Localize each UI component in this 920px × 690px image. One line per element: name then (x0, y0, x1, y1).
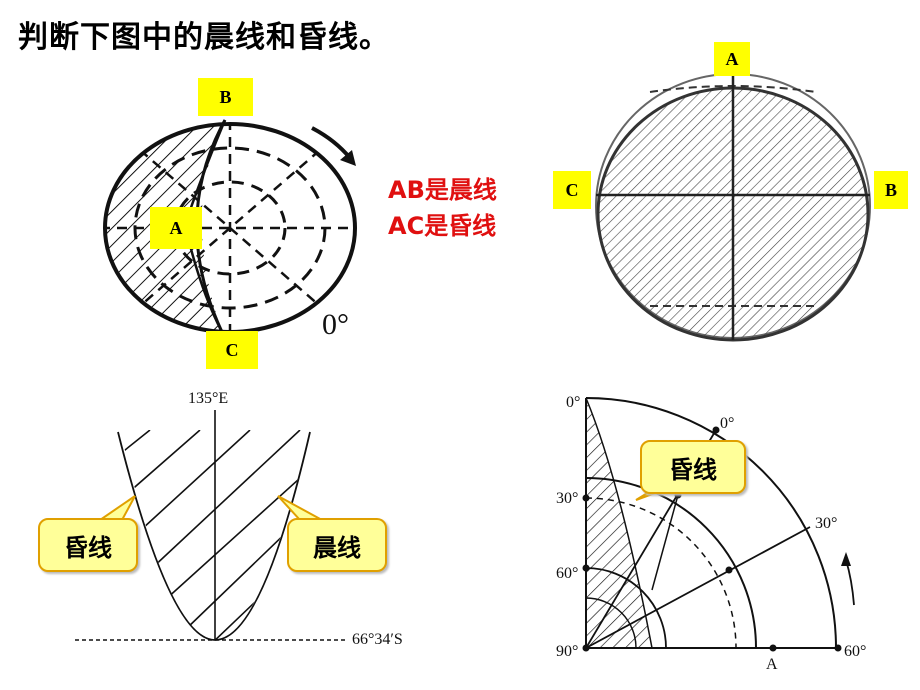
fig3-callout-left-pointer (96, 495, 136, 521)
fig4-dot-a (769, 644, 777, 652)
fig2-label-a: A (714, 42, 750, 76)
fig4-arc-innermost (585, 597, 637, 649)
fig4-radial-30 (585, 526, 811, 649)
fig3-latitude-label: 66°34′S (352, 631, 403, 648)
fig1-night-region (105, 124, 225, 332)
fig2-label-b: B (874, 171, 908, 209)
fig4-arc0-label: 0° (720, 415, 734, 432)
figure-4: 0° 30° 60° 90° 0° 30° 60° A (556, 394, 866, 673)
fig1-label-b: B (198, 78, 253, 116)
fig1-label-a: A (150, 207, 202, 249)
fig4-dot-60 (834, 644, 842, 652)
fig3-evening-curve (117, 431, 216, 641)
fig3-callout-morning: 晨线 (287, 518, 387, 572)
fig4-dot-0 (712, 426, 720, 434)
answer-text: AB是晨线 AC是昏线 (388, 172, 497, 244)
fig1-label-c: C (206, 331, 258, 369)
fig4-rotation-arrow (845, 559, 855, 606)
answer-evening-line: AC是昏线 (388, 212, 497, 240)
answer-morning-line: AB是晨线 (388, 176, 497, 204)
fig4-arc-dashed (585, 497, 737, 649)
figure-3: 135°E 66°34′S (75, 390, 403, 648)
fig2-label-c: C (553, 171, 591, 209)
figure-2 (595, 73, 871, 342)
fig4-arc-mid (585, 477, 757, 649)
fig4-point-a-label: A (766, 656, 778, 673)
fig4-arc30-label: 30° (815, 515, 837, 532)
fig4-arc-inner (585, 567, 667, 649)
fig4-lat0-label: 0° (566, 394, 580, 411)
fig4-arc60-label: 60° (844, 643, 866, 660)
page-title: 判断下图中的晨线和昏线。 (18, 20, 390, 55)
fig4-callout-evening: 昏线 (640, 440, 746, 494)
fig1-dashed-circle-inner (173, 180, 287, 276)
fig4-lat90-label: 90° (556, 643, 578, 660)
fig4-dot-30 (725, 566, 733, 574)
fig4-chord (651, 494, 679, 591)
fig1-meridians (105, 124, 355, 332)
fig4-dot-lat30 (582, 494, 590, 502)
fig4-lat60-label: 60° (556, 565, 578, 582)
fig3-callout-right-pointer (277, 495, 323, 521)
fig3-longitude-label: 135°E (188, 390, 228, 407)
fig4-lat30-label: 30° (556, 490, 578, 507)
figure-1: 0° (103, 119, 357, 341)
fig1-angle-label: 0° (322, 308, 349, 341)
fig3-morning-curve (214, 431, 311, 641)
fig3-callout-evening: 昏线 (38, 518, 138, 572)
fig4-dot-pole (582, 644, 590, 652)
fig4-arc-outer (585, 397, 837, 649)
fig4-dot-lat60 (582, 564, 590, 572)
